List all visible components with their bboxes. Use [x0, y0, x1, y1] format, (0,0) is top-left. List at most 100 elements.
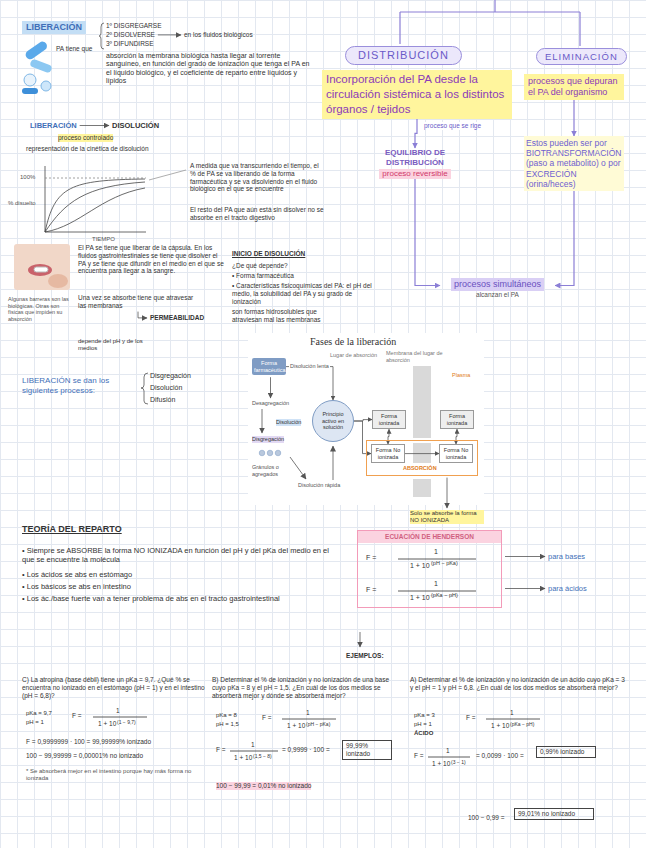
arrow [80, 125, 109, 126]
note-text: F = [414, 752, 424, 760]
bracket [141, 373, 148, 404]
membrane-part [413, 366, 431, 438]
connector [415, 179, 440, 286]
node-text: 1 + 10 [410, 562, 430, 570]
node-text: ELIMINACIÓN [545, 51, 618, 62]
note-text: (pH − pKa) [306, 721, 330, 727]
note-text: El resto del PA que aún está sin disolve… [190, 206, 325, 222]
note-text: pKa = 3 [414, 712, 435, 719]
node-text: F = [366, 554, 376, 562]
highlight-box: Incorporación del PA desde la circulació… [322, 70, 512, 119]
note-text: 1 + 10 [98, 720, 116, 728]
note-text: 2º DISOLVERSE [106, 31, 155, 39]
note-text: representación de la cinética de disoluc… [26, 145, 149, 153]
connector [573, 100, 574, 136]
result-box: 99,01% no ionizado [514, 808, 594, 820]
note-text: A) Determinar el % de ionización y no io… [410, 676, 625, 692]
granule [259, 450, 265, 456]
fraction-bar [428, 757, 470, 758]
graph-axes [45, 166, 146, 232]
node-text: proceso reversible [379, 169, 450, 179]
note-text: F = [72, 712, 82, 720]
note-text: Gránulos o agregados [252, 464, 298, 477]
node-text: (pKa − pH) [431, 592, 458, 599]
arrow [447, 478, 448, 508]
node-text: Forma No ionizada [442, 447, 470, 460]
note-text: pH = 1 [26, 719, 44, 726]
note-text: para ácidos [548, 584, 587, 593]
equation-box: ECUACIÓN DE HENDERSONF =11 + 10(pH − pKa… [357, 530, 502, 608]
form-box: Forma No ionizada [371, 444, 405, 463]
capsule [22, 88, 38, 94]
edge-label: proceso que se rige [423, 122, 482, 130]
note-text: 1 + 10 [234, 754, 252, 762]
note-text: Disolución rápida [298, 482, 340, 489]
node-text: procesos simultáneos [451, 278, 544, 291]
note-text: 1 [251, 741, 255, 749]
granule [275, 450, 281, 456]
note-text: 100 − 0,99 = [468, 814, 505, 822]
lips [28, 264, 52, 276]
solution-circle: Principio activo en solución [312, 400, 354, 442]
connector [456, 429, 457, 444]
node-text: Forma ionizada [443, 413, 471, 426]
fraction-bar [282, 719, 336, 720]
node-text: Fases de la liberación [310, 336, 396, 348]
concept-box: procesos simultáneosalcanzan el PA [440, 272, 555, 299]
note-text: (pKa − pH) [510, 721, 534, 727]
granule [267, 450, 273, 456]
concept-box: EQUILIBRIO DE DISTRIBUCIÓNproceso revers… [360, 148, 470, 179]
note-text: absorción la membrana biológica hasta ll… [106, 52, 311, 86]
note-text: Disgregación [252, 436, 284, 443]
result-box: 99,99% ionizado [342, 740, 392, 760]
absorption-box: ABSORCIÓNForma No ionizadaForma No ioniz… [366, 440, 478, 476]
note-text: Lugar de absorción [330, 352, 377, 359]
note-text: • Forma farmacéutica [232, 272, 294, 280]
node-text: 1 + 10 [410, 594, 430, 602]
note-text: TIEMPO [92, 236, 115, 243]
note-text: EJEMPLOS: [346, 652, 384, 660]
pill-illustration [22, 40, 53, 94]
note-text: Disolución [150, 384, 182, 392]
node-text: Principio activo en solución [316, 411, 350, 431]
bracket [99, 23, 104, 49]
note-text: 1 + 10 [491, 722, 509, 730]
connector [388, 429, 389, 444]
form-box: Forma No ionizada [439, 444, 473, 463]
note-text: 1 + 10 [432, 760, 450, 768]
note-text: (1,5 − 8) [253, 753, 272, 759]
node-text: (pH − pKa) [431, 560, 458, 567]
node-text: Forma farmacéutica [254, 360, 284, 373]
note-text: para bases [548, 552, 585, 561]
note-text: B) Determinar el % de ionización y no io… [212, 676, 402, 699]
note-text: Algunas barreras son las biológicas. Otr… [8, 296, 72, 322]
note-text: (3 − 1) [451, 759, 466, 765]
note-text: (1 − 9,7) [117, 719, 136, 725]
hand [48, 274, 68, 288]
note-text: * Se absorberá mejor en el intestino por… [26, 768, 206, 782]
tree-line [400, 0, 580, 46]
node-text: Forma ionizada [375, 413, 403, 426]
note-text: • Los ác./base fuerte van a tener proble… [22, 594, 352, 603]
note-text: • Siempre se ABSORBE la forma NO IONIZAD… [22, 546, 342, 564]
node-text: Estos pueden ser por BIOTRANSFORMACIÓN (… [526, 138, 622, 189]
note-text: pH = 1 [414, 721, 432, 728]
node-text: procesos que depuran el PA del organismo [528, 76, 620, 98]
arrow [158, 34, 181, 35]
fraction-bar [398, 591, 476, 592]
membrane-part [413, 479, 431, 497]
note-text: 1 [116, 707, 120, 715]
membrane [413, 366, 431, 497]
membrane-part [413, 443, 431, 463]
arrow [270, 377, 271, 398]
note-text: Una vez se absorbe tiene que atravesar l… [78, 294, 198, 310]
note-text: C) La atropina (base débil) tiene un pKa… [22, 676, 207, 699]
note-text: Solo se absorbe la forma NO IONIZADA [410, 510, 484, 524]
note-text: pH = 1,5 [216, 721, 239, 728]
node-text: DISTRIBUCIÓN [358, 49, 449, 62]
note-text: depende del pH y de los medios [78, 338, 153, 352]
note-text: ¿De qué depende? [232, 262, 288, 270]
connector [354, 421, 371, 454]
node-text: 1 [434, 580, 438, 588]
